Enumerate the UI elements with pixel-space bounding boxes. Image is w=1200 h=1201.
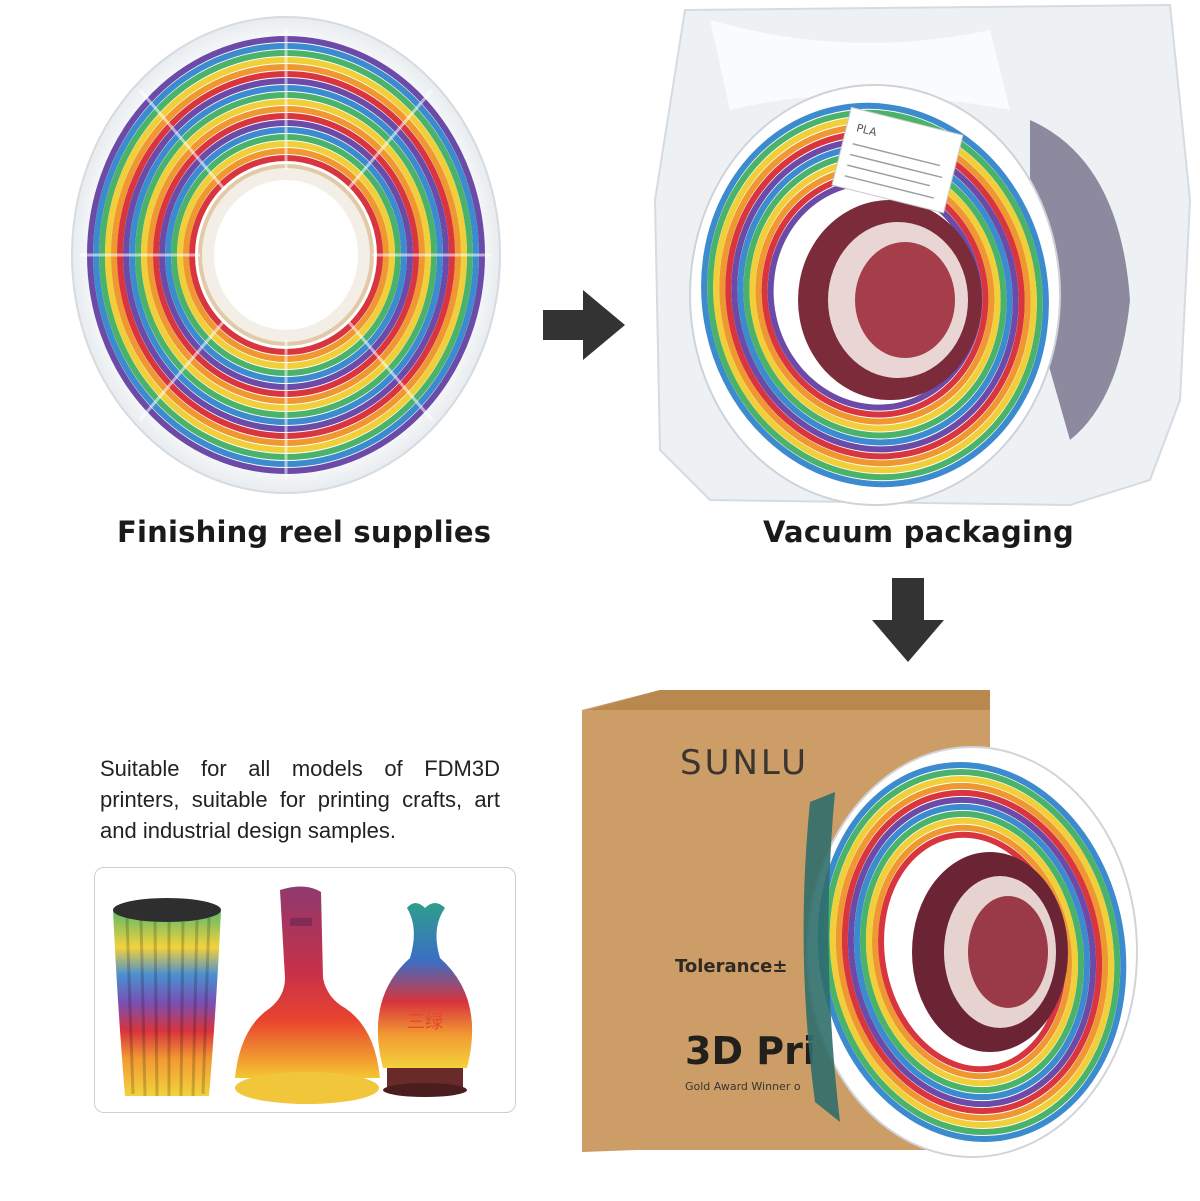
boxed-reel-image: SUNLU Tolerance± 3D Pri Gold Award Winne… bbox=[580, 682, 1200, 1201]
finishing-reel-image bbox=[60, 0, 520, 505]
striped-vase-print bbox=[113, 898, 221, 1097]
vacuum-caption: Vacuum packaging bbox=[763, 515, 1074, 549]
box-brand: SUNLU bbox=[680, 743, 809, 783]
reel-caption: Finishing reel supplies bbox=[117, 515, 492, 549]
box-award: Gold Award Winner o bbox=[685, 1080, 801, 1093]
svg-text:PLA: PLA bbox=[855, 121, 879, 139]
product-label: PLA bbox=[831, 106, 964, 214]
description-text: Suitable for all models of FDM3D printer… bbox=[100, 756, 500, 843]
rainbow-vase-print: 三绿 bbox=[377, 903, 473, 1097]
box-tolerance: Tolerance± bbox=[675, 956, 787, 977]
vacuum-packaged-reel-image: PLA bbox=[650, 0, 1200, 510]
sample-prints-panel: 三绿 bbox=[94, 867, 516, 1113]
box-product: 3D Pri bbox=[685, 1029, 816, 1073]
moai-bust-print bbox=[235, 886, 380, 1104]
svg-text:三绿: 三绿 bbox=[407, 1012, 443, 1033]
arrow-down-icon bbox=[872, 578, 944, 662]
arrow-right-icon bbox=[543, 290, 625, 360]
